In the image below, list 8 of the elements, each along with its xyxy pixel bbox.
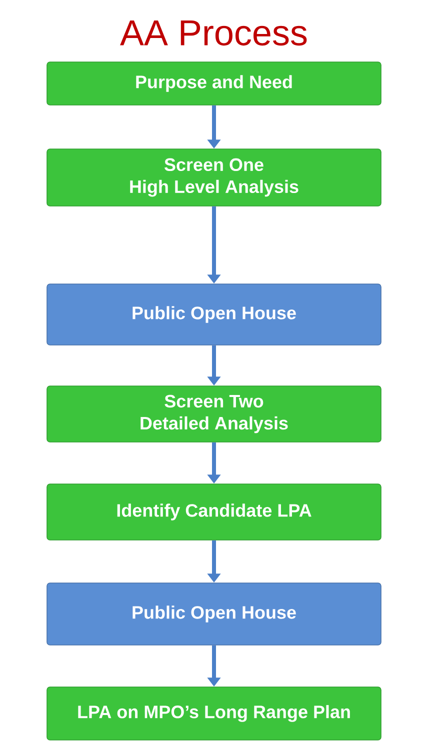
process-box: Screen One High Level Analysis	[46, 148, 382, 206]
process-box: Screen Two Detailed Analysis	[46, 386, 382, 442]
title: AA Process	[120, 20, 307, 46]
process-box: Purpose and Need	[46, 62, 382, 106]
process-box: Identify Candidate LPA	[46, 484, 382, 540]
process-box: LPA on MPO’s Long Range Plan	[46, 686, 382, 740]
process-box: Public Open House	[46, 582, 382, 646]
process-box: Public Open House	[46, 284, 382, 346]
